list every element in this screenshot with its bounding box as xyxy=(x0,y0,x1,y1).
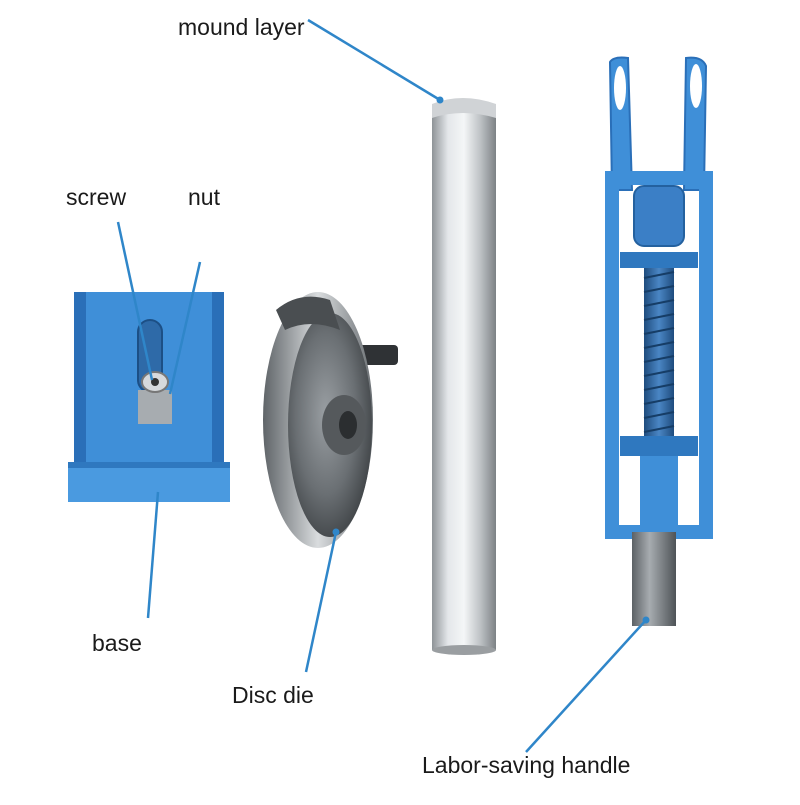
leader-endpoints xyxy=(332,96,650,624)
leader-base xyxy=(146,491,160,619)
endpoint-disc-die xyxy=(332,528,340,536)
base-left-edge xyxy=(74,292,86,502)
leader-lines xyxy=(116,18,647,753)
label-nut: nut xyxy=(188,184,220,210)
label-mound-layer: mound layer xyxy=(178,14,305,40)
frame-crossbar-bottom xyxy=(620,436,698,456)
label-base: base xyxy=(92,630,142,656)
disc-groove xyxy=(276,296,340,330)
label-handle: Labor-saving handle xyxy=(422,752,631,778)
thread-lines xyxy=(643,271,675,433)
base-foot-edge xyxy=(68,462,230,468)
disc-die-part xyxy=(263,292,398,548)
frame-crossbar-top xyxy=(620,252,698,268)
rod-body xyxy=(432,104,496,650)
leader-nut xyxy=(168,261,202,395)
handle-collar xyxy=(640,456,678,526)
label-screw: screw xyxy=(66,184,127,210)
leader-handle xyxy=(525,619,647,753)
endpoint-handle xyxy=(642,616,650,624)
leader-disc-die xyxy=(304,531,338,673)
base-part xyxy=(68,292,230,502)
disc-hub-hole xyxy=(339,411,357,439)
handle-tube xyxy=(632,532,676,626)
leader-mound-layer xyxy=(307,18,441,102)
base-foot xyxy=(68,462,230,502)
mound-layer-part xyxy=(432,98,496,655)
prong-right-hole xyxy=(690,64,702,108)
base-right-edge xyxy=(212,292,224,502)
endpoint-mound-layer xyxy=(436,96,444,104)
rod-top xyxy=(432,98,496,118)
screw-hole xyxy=(151,378,159,386)
prong-left-hole xyxy=(614,66,626,110)
nut-body xyxy=(138,390,172,424)
threaded-rod xyxy=(644,268,674,438)
leader-screw xyxy=(116,221,154,381)
handle-part xyxy=(605,56,713,626)
rod-bottom xyxy=(432,645,496,655)
label-disc-die: Disc die xyxy=(232,682,314,708)
roller xyxy=(633,185,685,247)
